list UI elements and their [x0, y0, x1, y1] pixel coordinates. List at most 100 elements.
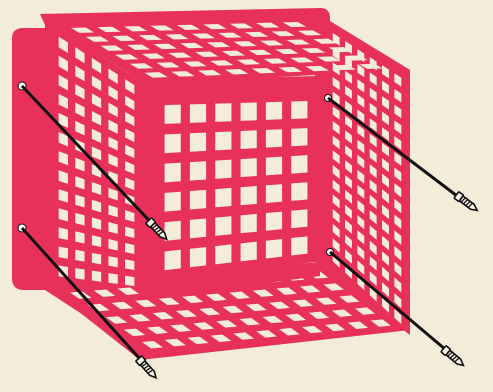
grid-hole: [345, 234, 352, 249]
grid-hole: [256, 330, 277, 338]
grid-hole: [75, 65, 85, 82]
grid-hole: [291, 128, 308, 147]
grid-hole: [369, 103, 377, 117]
grid-hole: [123, 26, 148, 32]
grid-hole: [91, 111, 102, 126]
grid-hole: [301, 47, 326, 54]
back-grid: [164, 100, 308, 271]
grid-hole: [271, 31, 295, 37]
grid-hole: [91, 128, 102, 143]
grid-hole: [263, 58, 288, 64]
grid-hole: [108, 119, 118, 134]
grid-hole: [105, 316, 128, 324]
grid-hole: [127, 44, 151, 50]
grid-hole: [164, 220, 181, 241]
grid-hole: [332, 106, 340, 120]
grid-hole: [278, 66, 303, 73]
grid-hole: [58, 246, 68, 259]
grid-hole: [394, 167, 402, 182]
screw-icon: [453, 190, 481, 215]
grid-hole: [58, 36, 68, 54]
grid-hole: [282, 21, 307, 28]
grid-hole: [332, 62, 340, 76]
grid-hole: [218, 32, 242, 38]
grid-hole: [345, 189, 352, 204]
grid-hole: [332, 91, 340, 105]
grid-hole: [332, 209, 340, 224]
grid-hole: [189, 218, 207, 239]
grid-hole: [91, 93, 102, 109]
grid-hole: [305, 65, 329, 72]
grid-hole: [144, 72, 168, 78]
grid-hole: [164, 338, 186, 347]
grid-hole: [382, 235, 389, 251]
grid-hole: [125, 128, 135, 143]
grid-hole: [203, 24, 227, 30]
grid-hole: [183, 61, 207, 67]
grid-hole: [91, 270, 102, 282]
grid-hole: [97, 26, 121, 33]
grid-hole: [75, 84, 85, 100]
grid-hole: [206, 42, 231, 48]
grid-hole: [265, 184, 283, 204]
grid-hole: [221, 50, 246, 57]
grid-hole: [108, 68, 118, 84]
grid-hole: [354, 307, 376, 315]
grid-hole: [357, 215, 365, 230]
grid-hole: [262, 315, 284, 324]
grid-hole: [345, 204, 352, 219]
grid-hole: [369, 148, 377, 163]
grid-hole: [205, 293, 227, 302]
grid-hole: [394, 261, 402, 277]
cage-right-face: [315, 12, 410, 335]
grid-hole: [369, 240, 377, 256]
grid-hole: [125, 144, 135, 159]
grid-hole: [285, 313, 307, 322]
grid-hole: [125, 210, 135, 223]
grid-hole: [291, 209, 308, 229]
grid-hole: [135, 299, 157, 308]
grid-hole: [345, 145, 352, 159]
grid-hole: [91, 181, 102, 195]
grid-hole: [382, 65, 389, 79]
grid-hole: [75, 157, 85, 172]
grid-hole: [369, 194, 377, 209]
grid-hole: [117, 287, 139, 295]
grid-hole: [125, 259, 135, 271]
grid-hole: [298, 30, 322, 36]
grid-hole: [357, 139, 365, 154]
grid-hole: [215, 187, 232, 208]
grid-hole: [394, 136, 402, 150]
grid-hole: [158, 297, 180, 306]
grid-hole: [215, 131, 232, 151]
grid-hole: [260, 40, 284, 46]
screw-wire: [327, 96, 466, 204]
grid-hole: [332, 194, 340, 209]
grid-hole: [164, 191, 181, 212]
grid-hole: [153, 43, 177, 50]
grid-hole: [357, 154, 365, 169]
grid-hole: [252, 289, 274, 297]
grid-hole: [394, 293, 402, 309]
grid-hole: [91, 217, 102, 230]
grid-hole: [369, 133, 377, 148]
grid-hole: [339, 295, 360, 303]
grid-hole: [357, 124, 365, 139]
grid-hole: [187, 336, 209, 345]
grid-hole: [176, 24, 201, 30]
grid-hole: [328, 47, 353, 53]
grid-hole: [125, 161, 135, 175]
grid-hole: [382, 220, 389, 235]
grid-hole: [193, 322, 215, 330]
grid-hole: [152, 312, 174, 320]
grid-hole: [382, 282, 389, 298]
grid-hole: [229, 291, 251, 299]
grid-hole: [394, 198, 402, 214]
grid-hole: [91, 235, 102, 248]
grid-hole: [240, 102, 257, 121]
screw-icon: [134, 355, 160, 382]
grid-hole: [240, 130, 257, 150]
grid-hole: [345, 249, 352, 264]
grid-hole: [332, 179, 340, 194]
